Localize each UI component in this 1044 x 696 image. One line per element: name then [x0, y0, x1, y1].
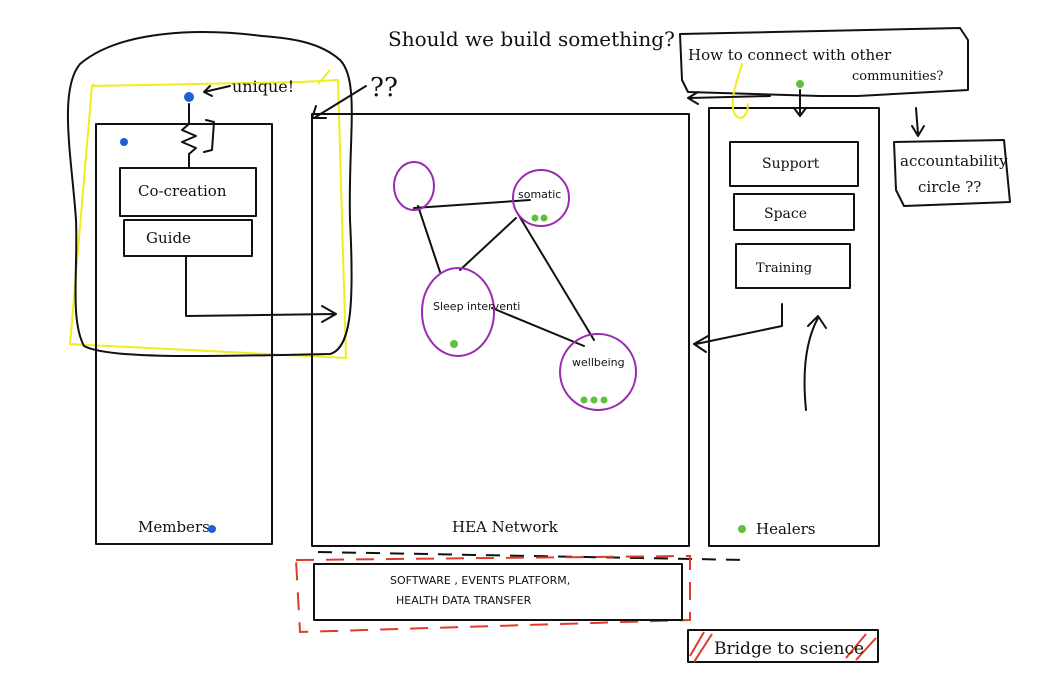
network-label: HEA Network [452, 518, 559, 536]
healers-to-network-arrow [693, 303, 783, 353]
bottom-software-box [313, 563, 683, 621]
members-item-box-guide [123, 219, 253, 257]
bridge-red-hatch-left [689, 631, 713, 663]
network-edge-1 [413, 199, 531, 209]
connect-down-arrow [793, 89, 807, 117]
connect-question-line2: communities? [852, 69, 943, 84]
network-node-somatic-label: somatic [518, 188, 561, 201]
network-edge-5 [491, 307, 585, 347]
healers-up-arrow [803, 315, 827, 411]
healers-item-box-support [729, 141, 859, 187]
members-column [95, 123, 273, 545]
network-edge-4 [517, 213, 595, 341]
members-to-network-arrow [185, 255, 337, 323]
network-column [311, 113, 690, 547]
network-node-sleep-label: Sleep interventi [433, 300, 520, 313]
members-top-dot [184, 92, 194, 102]
healers-item-training: Training [756, 261, 812, 276]
bottom-dashed-line [317, 551, 747, 561]
members-item-cocreation: Co-creation [138, 182, 227, 200]
unique-note: unique! [232, 77, 294, 96]
members-label-dot [208, 525, 216, 533]
bridge-red-hatch-right [845, 633, 877, 661]
healers-column [708, 107, 880, 547]
network-edge-2 [417, 205, 441, 273]
healers-label-dot [738, 525, 746, 533]
accountability-line1: accountability [900, 152, 1008, 170]
page-title: Should we build something? [388, 27, 675, 51]
healers-label: Healers [756, 520, 815, 538]
connect-question-box [679, 27, 969, 97]
unique-arrow [203, 85, 231, 97]
sleep-dot [450, 340, 458, 348]
bottom-box-line1: SOFTWARE , EVENTS PLATFORM, [390, 574, 570, 587]
squiggle-side [203, 119, 215, 153]
network-node-sleep-label-text: Sleep interventi [433, 300, 520, 313]
network-edge-3 [459, 217, 517, 271]
accountability-arrow [911, 107, 925, 137]
connect-question-line1: How to connect with other [688, 46, 892, 64]
bottom-box-line2: HEALTH DATA TRANSFER [396, 594, 532, 607]
bridge-box [687, 629, 879, 663]
squiggle-connector [181, 103, 197, 169]
wellbeing-dot-3 [600, 396, 608, 404]
network-node-empty [393, 161, 435, 211]
network-node-wellbeing [559, 333, 637, 411]
accountability-line2: circle ?? [918, 178, 981, 196]
members-item-box-cocreation [119, 167, 257, 217]
healers-item-box-space [733, 193, 855, 231]
wellbeing-dot-1 [580, 396, 588, 404]
members-inner-dot [120, 138, 128, 146]
network-node-somatic [512, 169, 570, 227]
members-loop-outline [66, 31, 353, 358]
healers-item-space: Space [764, 206, 807, 222]
network-node-sleep [421, 267, 495, 357]
somatic-dot-1 [531, 214, 539, 222]
wellbeing-dot-2 [590, 396, 598, 404]
question-marks: ?? [370, 73, 398, 103]
bridge-label: Bridge to science [714, 639, 864, 659]
connect-green-dot [796, 80, 804, 88]
network-node-wellbeing-label: wellbeing [572, 356, 625, 369]
members-item-guide: Guide [146, 229, 191, 247]
yellow-curl-arrow [731, 63, 749, 119]
healers-item-box-training [735, 243, 851, 289]
accountability-box [893, 139, 1011, 207]
members-label: Members [138, 518, 210, 536]
bottom-red-dashed-outline [294, 554, 691, 634]
connect-left-arrow [687, 91, 771, 105]
healers-item-support: Support [762, 156, 820, 172]
yellow-tick [317, 69, 331, 85]
yellow-highlight [68, 78, 348, 360]
somatic-dot-2 [540, 214, 548, 222]
